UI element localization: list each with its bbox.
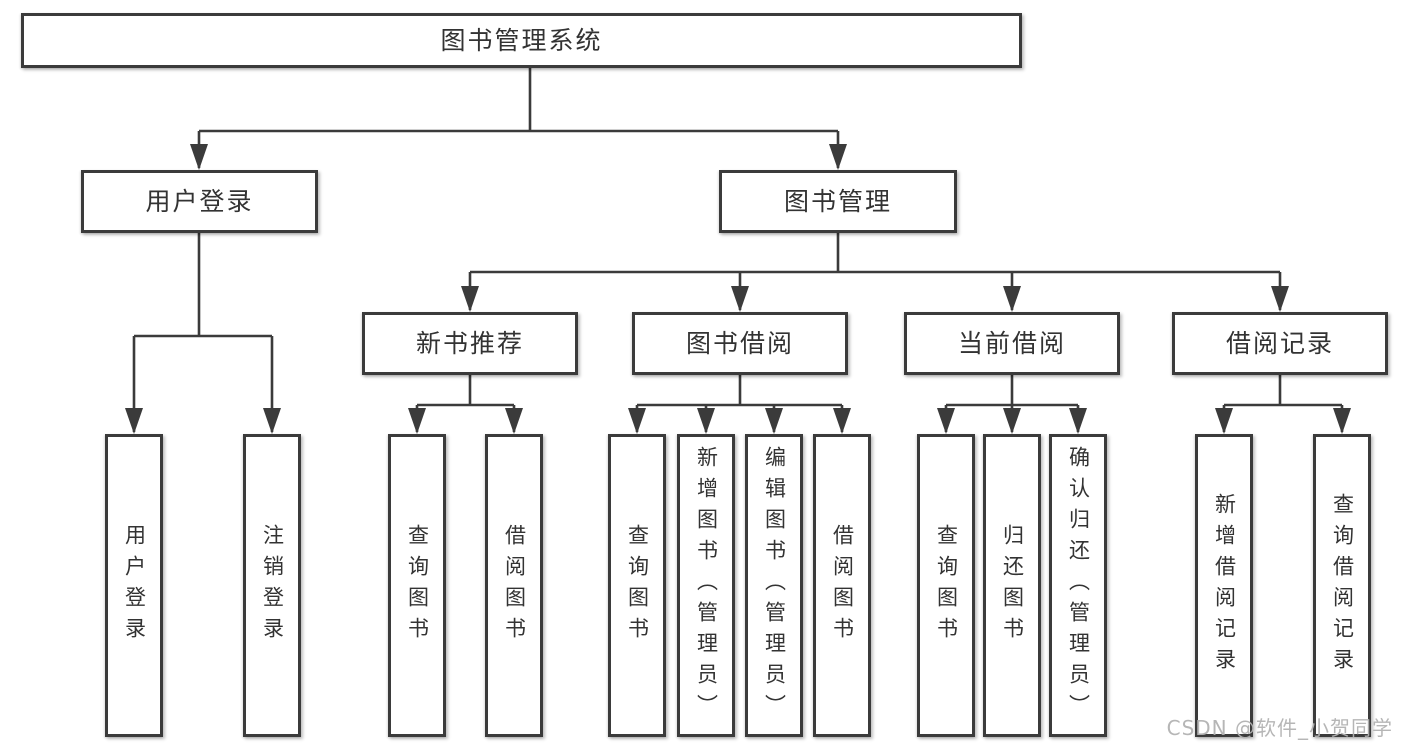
leaf-label: 编辑图书（管理员） bbox=[762, 446, 787, 725]
node-label: 用户登录 bbox=[145, 187, 254, 216]
csdn-watermark: CSDN @软件_小贺同学 bbox=[1166, 716, 1393, 740]
leaf-label: 查询图书 bbox=[405, 523, 430, 648]
leaf-label: 确认归还（管理员） bbox=[1066, 446, 1091, 725]
node-label: 当前借阅 bbox=[957, 329, 1066, 358]
leaf-query-books: 查询图书 bbox=[388, 434, 446, 737]
leaf-label: 新增借阅记录 bbox=[1212, 492, 1237, 679]
leaf-label: 新增图书（管理员） bbox=[694, 446, 719, 725]
leaf-label: 查询图书 bbox=[625, 523, 650, 648]
node-label: 图书借阅 bbox=[685, 329, 794, 358]
node-book-borrowing: 图书借阅 bbox=[632, 312, 848, 375]
leaf-add-borrow-record: 新增借阅记录 bbox=[1195, 434, 1253, 737]
leaf-add-book-admin: 新增图书（管理员） bbox=[677, 434, 735, 737]
leaf-user-login: 用户登录 bbox=[105, 434, 163, 737]
leaf-logout: 注销登录 bbox=[243, 434, 301, 737]
leaf-label: 借阅图书 bbox=[830, 523, 855, 648]
node-book-management: 图书管理 bbox=[719, 170, 957, 233]
node-user-login: 用户登录 bbox=[81, 170, 318, 233]
leaf-label: 用户登录 bbox=[122, 523, 147, 648]
leaf-confirm-return-admin: 确认归还（管理员） bbox=[1049, 434, 1107, 737]
node-borrowing-records: 借阅记录 bbox=[1172, 312, 1388, 375]
node-new-book-recommendation: 新书推荐 bbox=[362, 312, 578, 375]
node-library-system: 图书管理系统 bbox=[21, 13, 1022, 68]
node-label: 借阅记录 bbox=[1225, 329, 1334, 358]
leaf-query-books: 查询图书 bbox=[917, 434, 975, 737]
tree-branch-segments bbox=[134, 68, 1342, 407]
leaf-label: 借阅图书 bbox=[502, 523, 527, 648]
leaf-label: 查询图书 bbox=[934, 523, 959, 648]
node-label: 图书管理 bbox=[783, 187, 892, 216]
tree-arrows bbox=[125, 131, 1351, 434]
leaf-borrow-books: 借阅图书 bbox=[813, 434, 871, 737]
node-current-borrowing: 当前借阅 bbox=[904, 312, 1120, 375]
node-label: 新书推荐 bbox=[415, 329, 524, 358]
leaf-edit-book-admin: 编辑图书（管理员） bbox=[745, 434, 803, 737]
node-label: 图书管理系统 bbox=[440, 26, 603, 55]
leaf-borrow-books: 借阅图书 bbox=[485, 434, 543, 737]
leaf-label: 归还图书 bbox=[1000, 523, 1025, 648]
leaf-return-books: 归还图书 bbox=[983, 434, 1041, 737]
leaf-label: 查询借阅记录 bbox=[1330, 492, 1355, 679]
leaf-query-books: 查询图书 bbox=[608, 434, 666, 737]
leaf-query-borrow-record: 查询借阅记录 bbox=[1313, 434, 1371, 737]
leaf-label: 注销登录 bbox=[260, 523, 285, 648]
